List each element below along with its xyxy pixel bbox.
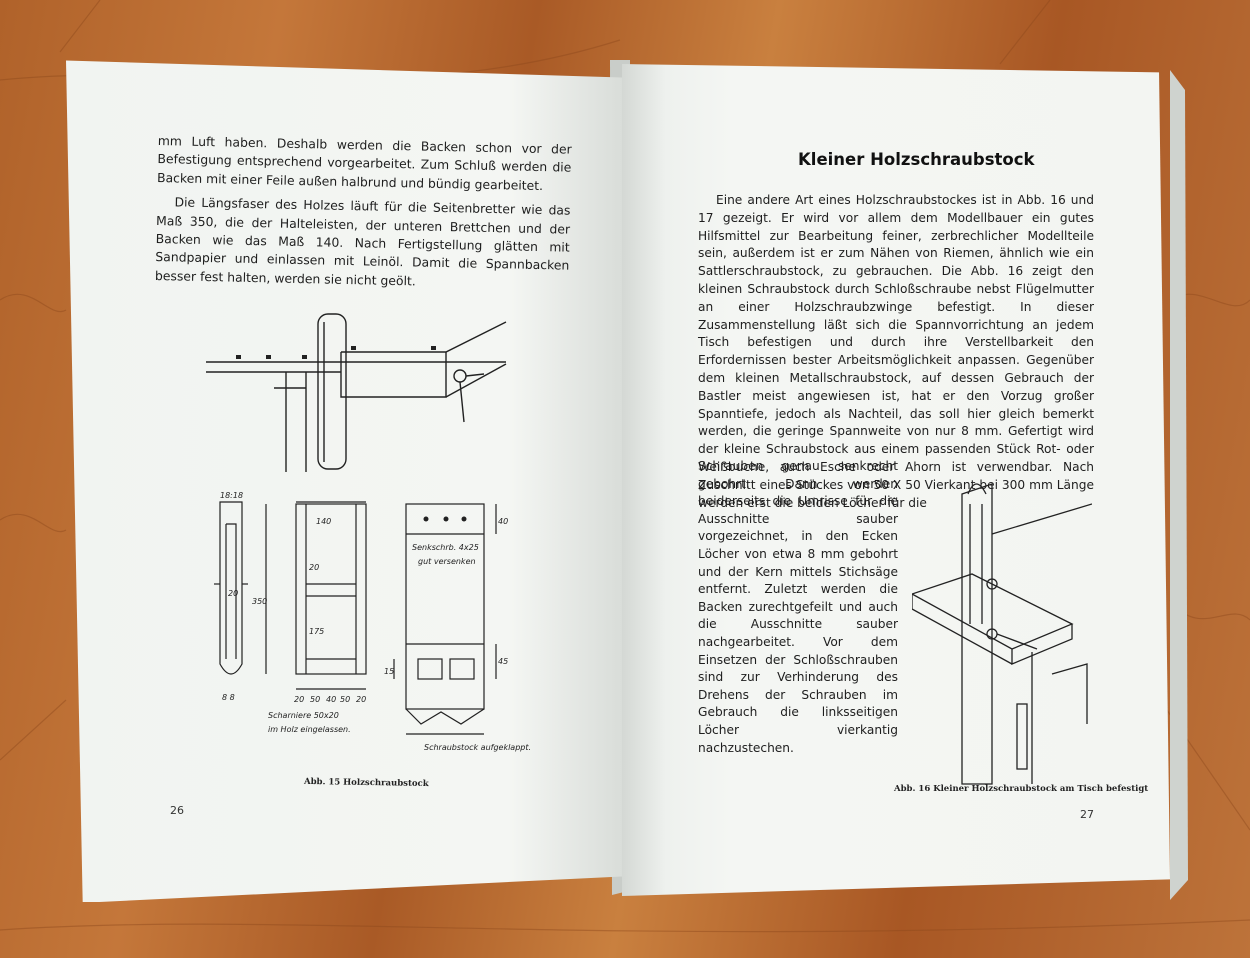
dim-140-label: 140 [316, 517, 331, 526]
dim-350-label: 350 [252, 597, 267, 606]
left-body-text: mm Luft haben. Deshalb werden die Backen… [155, 132, 572, 300]
note-hinge-label: Scharniere 50x20 [268, 711, 339, 720]
dim-175-label: 175 [309, 627, 324, 636]
dim-bottom-50b: 50 [340, 695, 350, 704]
left-figure-caption: Abb. 15 Holzschraubstock [303, 776, 429, 790]
page-title: Kleiner Holzschraubstock [798, 150, 1035, 169]
right-body-text-narrow: Schrauben genau senkrecht gebohrt. Dann … [698, 459, 898, 755]
dim-40-label: 40 [498, 517, 508, 526]
dim-bottom-50a: 50 [310, 695, 320, 704]
dim-15-label: 15 [384, 667, 394, 676]
note-sink-label: gut versenken [418, 557, 476, 566]
right-page: Kleiner Holzschraubstock Eine andere Art… [622, 64, 1170, 896]
dim-45-label: 45 [498, 657, 508, 666]
left-paragraph-2: Die Längsfaser des Holzes läuft für die … [154, 194, 571, 289]
left-page-number: 26 [170, 804, 184, 817]
vise-technical-drawing: 18:18 140 40 20 20 350 175 15 45 20 50 4… [214, 491, 531, 752]
dim-bottom-40: 40 [326, 695, 336, 704]
note-wood-label: im Holz eingelassen. [268, 725, 351, 734]
dim-bottom-20a: 20 [294, 695, 304, 704]
right-body-text: Eine andere Art eines Holzschraubstockes… [698, 192, 1094, 512]
vise-perspective-drawing [206, 313, 507, 472]
left-paragraph-1: mm Luft haben. Deshalb werden die Backen… [156, 132, 572, 193]
dim-20-top-label: 20 [309, 563, 319, 572]
dim-bottom-20b: 20 [356, 695, 366, 704]
dim-20-side-label: 20 [228, 589, 238, 598]
dim-8-8-label: 8 8 [222, 693, 235, 702]
vise-on-table-illustration [912, 483, 1092, 785]
left-page: mm Luft haben. Deshalb werden die Backen… [66, 60, 622, 902]
right-figure-caption: Abb. 16 Kleiner Holzschraubstock am Tisc… [894, 784, 1149, 794]
right-page-number: 27 [1080, 808, 1094, 821]
note-folded-label: Schraubstock aufgeklappt. [424, 743, 531, 752]
dim-18-18-label: 18:18 [220, 491, 243, 500]
note-screw-label: Senkschrb. 4x25 [412, 543, 479, 552]
right-paragraph-1: Eine andere Art eines Holzschraubstockes… [698, 193, 1094, 510]
